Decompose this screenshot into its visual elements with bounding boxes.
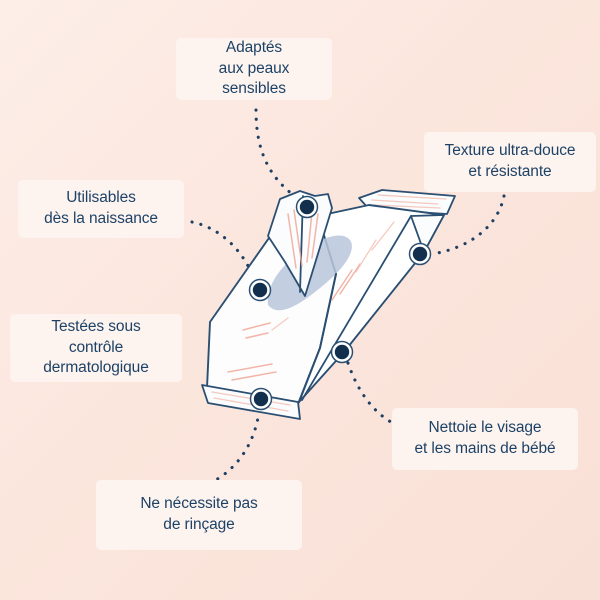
connector-adaptes bbox=[254, 108, 302, 202]
label-utilisables-text: Utilisables dès la naissance bbox=[44, 189, 158, 227]
pack-edge-crease bbox=[298, 273, 337, 403]
label-ne-necessite-pas-de-rincage: Ne nécessite pas de rinçage bbox=[96, 480, 302, 550]
pack-open-flap bbox=[267, 190, 333, 297]
marker-rincage[interactable] bbox=[249, 387, 273, 411]
label-adaptes-text: Adaptés aux peaux sensibles bbox=[218, 39, 290, 98]
label-texture-text: Texture ultra-douce et résistante bbox=[444, 142, 576, 180]
connector-rincage bbox=[210, 409, 261, 484]
label-texture-ultra-douce: Texture ultra-douce et résistante bbox=[424, 132, 596, 192]
label-nettoie-le-visage: Nettoie le visage et les mains de bébé bbox=[392, 408, 578, 470]
pack-flap-texture bbox=[287, 209, 319, 269]
marker-adaptes[interactable] bbox=[295, 195, 319, 219]
label-testees-sous-controle-dermatologique: Testées sous contrôle dermatologique bbox=[10, 314, 182, 382]
marker-utilisables[interactable] bbox=[248, 278, 272, 302]
label-nettoie-text: Nettoie le visage et les mains de bébé bbox=[414, 419, 556, 457]
label-utilisables-des-la-naissance: Utilisables dès la naissance bbox=[18, 180, 184, 238]
pack-diagonal-crease bbox=[301, 215, 412, 401]
connector-texture bbox=[430, 194, 506, 256]
marker-dots bbox=[248, 195, 432, 411]
pack-seal-texture bbox=[371, 194, 447, 209]
marker-texture[interactable] bbox=[408, 242, 432, 266]
pack-texture-strokes-soft bbox=[271, 221, 395, 331]
pack-corner-gusset bbox=[410, 214, 445, 253]
wipes-pack-illustration bbox=[201, 189, 456, 420]
label-rincage-text: Ne nécessite pas de rinçage bbox=[140, 495, 258, 533]
pack-texture-strokes bbox=[227, 263, 361, 381]
label-adaptes-aux-peaux-sensibles: Adaptés aux peaux sensibles bbox=[176, 38, 332, 100]
label-testees-text: Testées sous contrôle dermatologique bbox=[43, 318, 149, 377]
marker-nettoie[interactable] bbox=[330, 340, 354, 364]
